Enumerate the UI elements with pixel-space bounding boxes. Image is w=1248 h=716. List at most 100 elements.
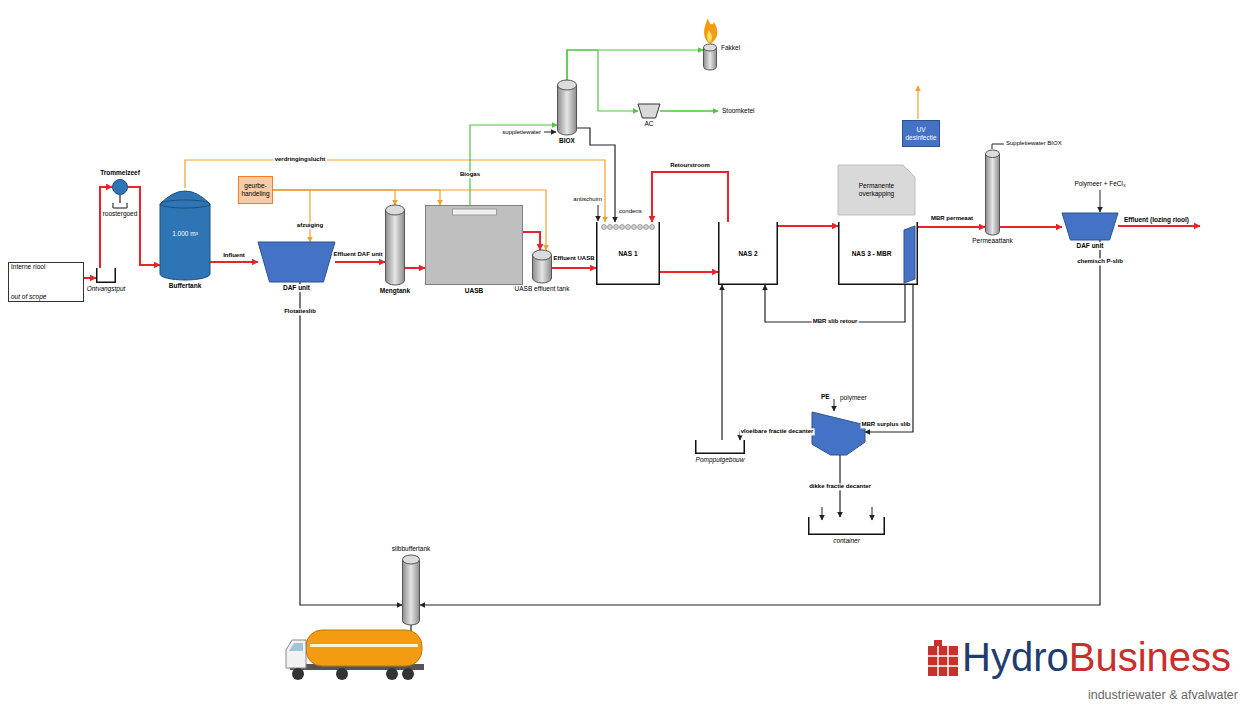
basin: Ontvangstput: [96, 268, 116, 283]
uv-unit: UV desinfectie: [902, 120, 940, 147]
shape-outline: [425, 205, 523, 285]
aerator: [650, 225, 655, 230]
connector: [660, 271, 718, 273]
logo-text: Business: [1069, 634, 1231, 680]
decanter: PEpolymeer: [812, 412, 865, 455]
node-label: NAS 1: [618, 250, 637, 258]
mbr-tank: NAS 3 - MBR: [838, 222, 918, 285]
drum-screen: Trommelzeef: [112, 179, 128, 195]
edge-label: Retourstroom: [669, 162, 711, 169]
edge-label: afzuiging: [296, 222, 324, 229]
basin: Pompputgebouw: [695, 440, 745, 454]
connector: [335, 261, 385, 263]
cylinder-body: [986, 154, 1000, 235]
node-label: BIOX: [558, 137, 576, 145]
edge-label: Effluent UASB: [553, 255, 596, 262]
shape-outline: [638, 104, 660, 118]
shape-outline: [96, 268, 116, 283]
screenings-bin: roostergoed: [113, 203, 127, 208]
shape-outline: [385, 205, 405, 285]
supply-line: [992, 144, 1004, 149]
decanter-body: [812, 412, 865, 455]
connector: [119, 195, 120, 203]
aerator: [602, 225, 607, 230]
node-label: polymeer: [839, 394, 868, 402]
edge-label: Biogas: [459, 171, 481, 178]
edge-label: dikke fractie decanter: [808, 483, 872, 490]
connector: [210, 261, 258, 263]
connector: [300, 282, 402, 605]
cylinder-top: [558, 80, 577, 90]
tank-rim: [160, 200, 210, 208]
aeration-tank: NAS 1: [596, 222, 660, 285]
process-box: Interne rioolout of scope: [8, 262, 84, 302]
bin: [113, 203, 127, 208]
node-label: out of scope: [11, 293, 46, 301]
connector: [273, 190, 310, 242]
flame: [704, 18, 717, 44]
connector: [420, 240, 1100, 605]
shape-outline: [532, 250, 552, 283]
basin-wall: [839, 222, 918, 284]
cover-body: [838, 165, 915, 215]
cylinder-tank: slibbuffertank: [402, 555, 420, 625]
cylinder-body: [403, 560, 420, 626]
text-label: Stoomketel: [722, 107, 755, 114]
connector: [273, 190, 440, 205]
flame: [707, 30, 712, 43]
cylinder-top: [386, 205, 405, 215]
basin-wall: [719, 222, 778, 284]
fill-arrow: [822, 507, 823, 520]
node-label: geurbe- handeling: [241, 182, 270, 198]
text-label: Effluent (lozing riool): [1124, 216, 1189, 223]
shape-outline: [258, 242, 335, 282]
aerator: [614, 225, 619, 230]
shape-outline: [985, 150, 1000, 235]
node-label: Permeaattank: [971, 237, 1013, 245]
daf-body: [1062, 213, 1118, 240]
node-label: Ontvangstput: [86, 285, 127, 293]
connector: [865, 285, 913, 432]
node-label: NAS 3 - MBR: [852, 250, 892, 258]
shape-outline: [557, 80, 577, 135]
shape-outline: [812, 412, 865, 455]
shape-outline: [402, 555, 420, 625]
aerator: [638, 225, 643, 230]
text-label: Suppletiewater BIOX: [1006, 140, 1062, 147]
text-label: suppletiewater: [502, 129, 541, 136]
edge-label: chemisch P-slib: [1076, 258, 1124, 265]
reactor-body: [426, 206, 523, 285]
node-label: PE: [820, 393, 831, 401]
cylinder-top: [403, 555, 420, 564]
connector: [405, 267, 425, 269]
connector: [721, 285, 722, 440]
discharge-line: [410, 625, 411, 631]
node-label: NAS 2: [738, 250, 757, 258]
truck-stripe: [310, 644, 418, 647]
logo-grid: [928, 646, 958, 676]
connector: [577, 128, 615, 222]
daf-unit: DAF unit: [258, 242, 335, 282]
cylinder-tank: Mengtank: [385, 205, 405, 285]
node-label: roostergoed: [102, 210, 139, 218]
connector: [273, 190, 395, 205]
connector: [567, 50, 638, 111]
basin-wall: [696, 440, 745, 453]
basin: container: [808, 517, 885, 535]
cylinder-top: [533, 250, 552, 260]
air-line: [917, 86, 918, 119]
aerator: [644, 225, 649, 230]
cylinder-top: [986, 150, 1000, 158]
connector: [765, 285, 905, 322]
odour-box: [239, 177, 273, 204]
cylinder-top: [704, 44, 717, 51]
connector: [552, 267, 596, 269]
aerator: [632, 225, 637, 230]
node-label: Buffertank: [168, 282, 203, 290]
connector: [652, 172, 728, 222]
connector: [470, 125, 557, 205]
cylinder-tank: BIOX: [557, 80, 577, 135]
dosing-line: [1100, 190, 1101, 212]
daf-unit: DAF unit: [1062, 213, 1118, 240]
